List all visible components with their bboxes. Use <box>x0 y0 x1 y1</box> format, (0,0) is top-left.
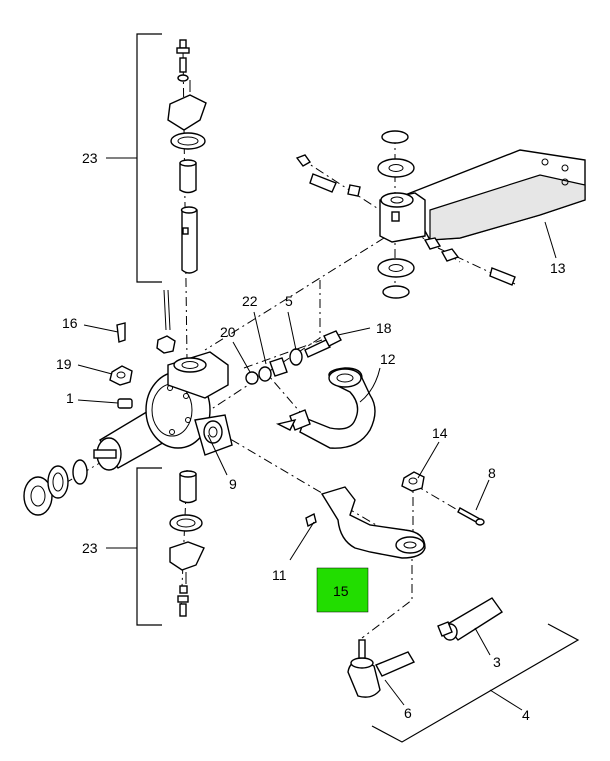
callout-4[interactable]: 4 <box>522 707 530 723</box>
hub-seals <box>23 459 88 516</box>
callout-18[interactable]: 18 <box>376 320 392 336</box>
callout-5[interactable]: 5 <box>285 293 293 309</box>
callout-14[interactable]: 14 <box>432 425 448 441</box>
bracket-23-top <box>136 33 162 283</box>
steering-arm-12 <box>275 367 376 449</box>
tie-rod-end-6 <box>347 639 416 698</box>
hardware-20-22-5-18 <box>245 330 342 385</box>
callout-20[interactable]: 20 <box>220 324 236 340</box>
callout-1[interactable]: 1 <box>66 390 74 406</box>
steering-knuckle <box>93 351 233 471</box>
callout-9[interactable]: 9 <box>229 476 237 492</box>
kingpin-assembly-top <box>167 39 207 274</box>
callout-leaders <box>77 221 557 706</box>
callout-23-bottom[interactable]: 23 <box>82 540 98 556</box>
axle-beam-13 <box>295 130 586 299</box>
leader-4 <box>489 689 523 711</box>
callout-19[interactable]: 19 <box>56 356 72 372</box>
assembly-lines <box>59 49 516 639</box>
callout-22[interactable]: 22 <box>242 293 258 309</box>
callout-16[interactable]: 16 <box>62 315 78 331</box>
highlight-part-15[interactable] <box>316 567 369 613</box>
tie-rod-tube-3 <box>437 597 503 641</box>
callout-11[interactable]: 11 <box>272 567 287 583</box>
callout-12[interactable]: 12 <box>380 351 396 367</box>
hardware-16-19 <box>109 289 176 409</box>
bracket-4 <box>371 623 580 743</box>
callout-8[interactable]: 8 <box>488 465 496 481</box>
kingpin-assembly-bottom <box>169 470 205 617</box>
callout-15[interactable]: 15 <box>333 583 349 599</box>
hardware-14-8 <box>401 471 485 526</box>
callout-labels: 23 13 16 22 5 18 20 12 19 1 14 9 8 23 11… <box>56 150 566 723</box>
callout-6[interactable]: 6 <box>404 705 412 721</box>
callout-3[interactable]: 3 <box>493 654 501 670</box>
steering-arm-15 <box>305 486 426 559</box>
callout-23-top[interactable]: 23 <box>82 150 98 166</box>
callout-13[interactable]: 13 <box>550 260 566 276</box>
bracket-23-bottom <box>136 467 162 626</box>
